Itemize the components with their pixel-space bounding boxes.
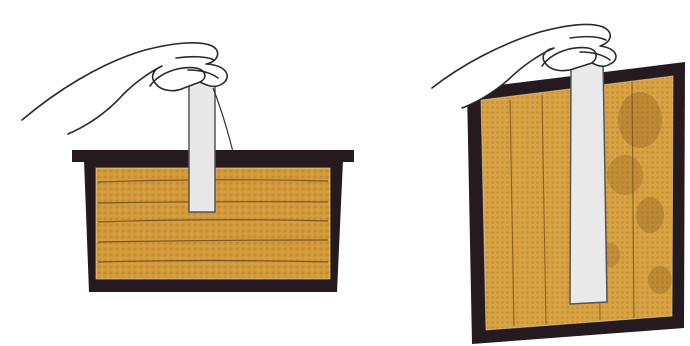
right-panel — [432, 25, 685, 344]
left-panel — [22, 43, 354, 292]
test-strip-right — [570, 58, 607, 304]
strip — [189, 80, 215, 212]
strip — [570, 58, 607, 304]
